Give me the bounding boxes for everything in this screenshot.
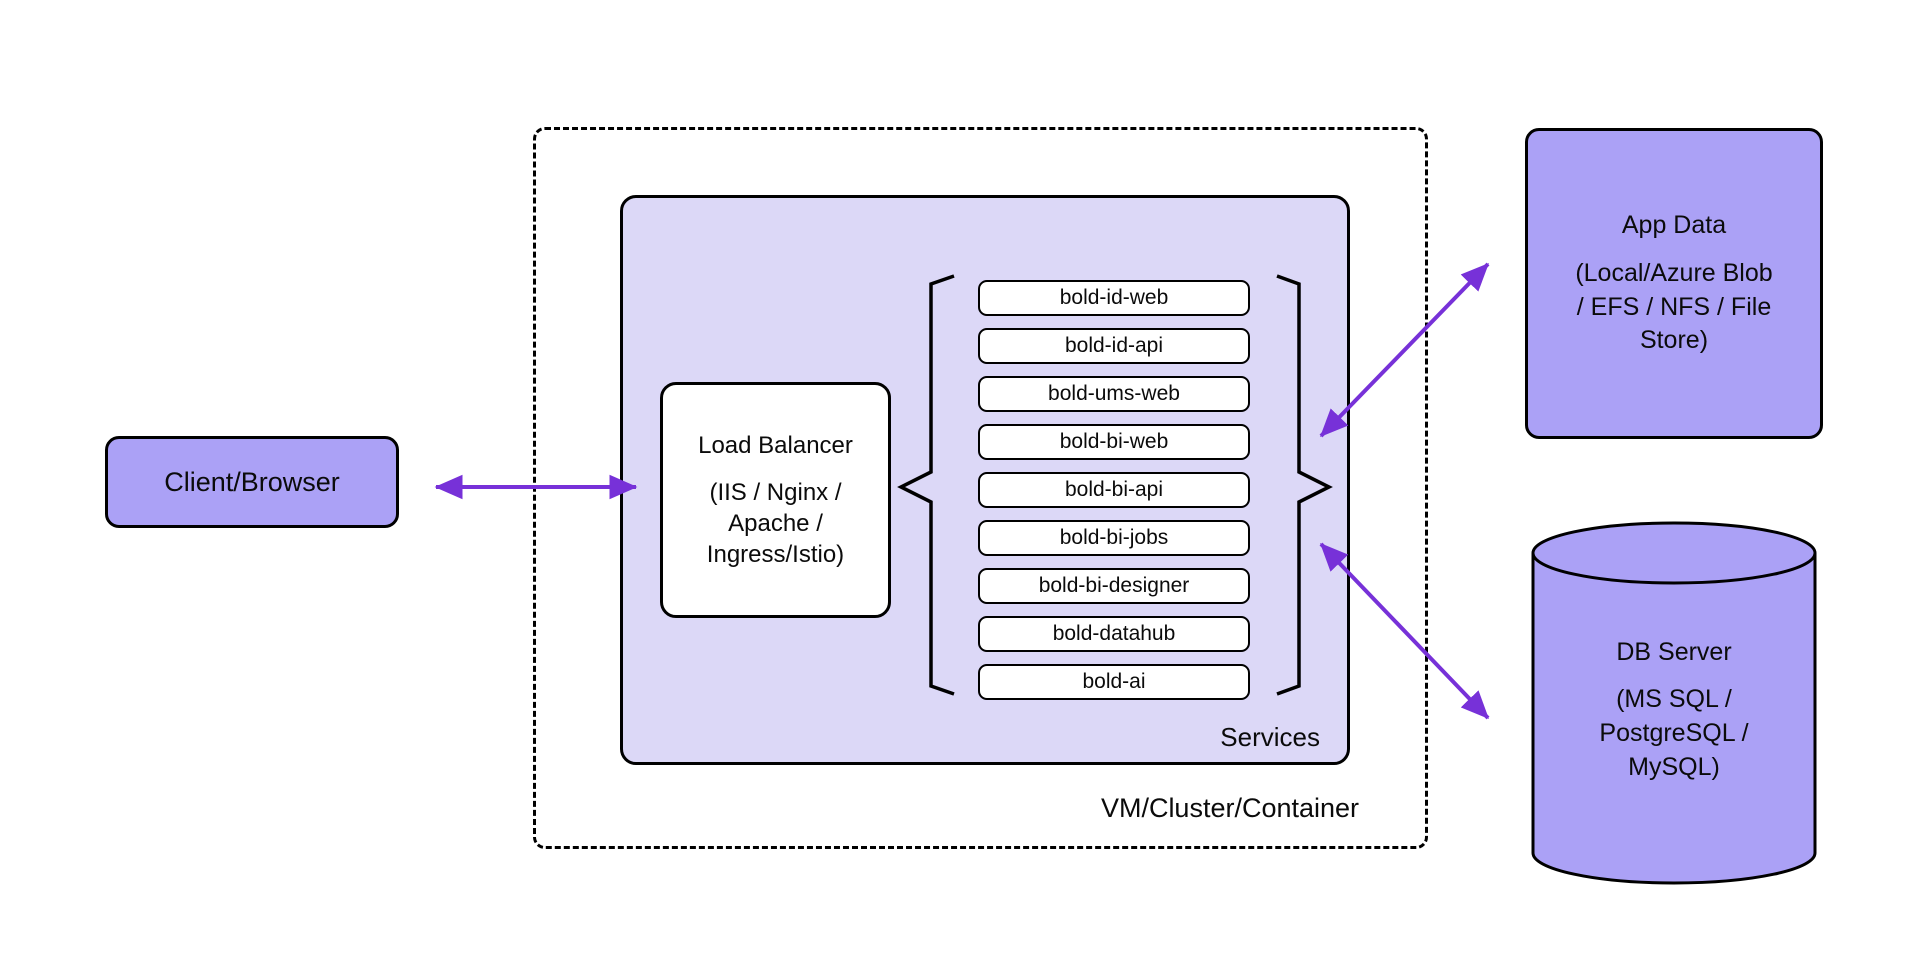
load-balancer-subtitle: (IIS / Nginx / Apache / Ingress/Istio)	[706, 478, 845, 569]
client-browser-label: Client/Browser	[164, 466, 340, 497]
service-item: bold-bi-web	[978, 424, 1250, 460]
service-item: bold-id-web	[978, 280, 1250, 316]
service-item-label: bold-bi-web	[1059, 430, 1169, 453]
vm-cluster-container-label: VM/Cluster/Container	[1100, 793, 1360, 823]
service-item-label: bold-datahub	[1052, 622, 1176, 645]
db-server-subtitle: (MS SQL / PostgreSQL / MySQL)	[1599, 685, 1749, 781]
service-item: bold-bi-jobs	[978, 520, 1250, 556]
service-item: bold-ums-web	[978, 376, 1250, 412]
services-group-label: Services	[1220, 722, 1320, 752]
service-item-label: bold-bi-designer	[1038, 574, 1190, 597]
service-item-label: bold-id-web	[1059, 286, 1169, 309]
client-browser-box: Client/Browser	[105, 436, 399, 528]
service-item: bold-bi-api	[978, 472, 1250, 508]
load-balancer-title: Load Balancer	[698, 431, 853, 459]
service-item-label: bold-ums-web	[1048, 382, 1180, 405]
service-item: bold-datahub	[978, 616, 1250, 652]
service-item-label: bold-bi-api	[1064, 478, 1164, 501]
db-server-text: DB Server (MS SQL / PostgreSQL / MySQL)	[1533, 560, 1815, 860]
service-list: bold-id-web bold-id-api bold-ums-web bol…	[978, 280, 1250, 700]
db-server-title: DB Server	[1616, 637, 1732, 666]
load-balancer-box: Load Balancer (IIS / Nginx / Apache / In…	[660, 382, 891, 618]
service-item-label: bold-ai	[1082, 670, 1146, 693]
service-item: bold-bi-designer	[978, 568, 1250, 604]
service-item: bold-ai	[978, 664, 1250, 700]
app-data-subtitle: (Local/Azure Blob / EFS / NFS / File Sto…	[1575, 258, 1773, 355]
app-data-box: App Data (Local/Azure Blob / EFS / NFS /…	[1525, 128, 1823, 439]
service-item: bold-id-api	[978, 328, 1250, 364]
service-item-label: bold-id-api	[1064, 334, 1164, 357]
service-item-label: bold-bi-jobs	[1059, 526, 1169, 549]
app-data-title: App Data	[1621, 211, 1727, 239]
